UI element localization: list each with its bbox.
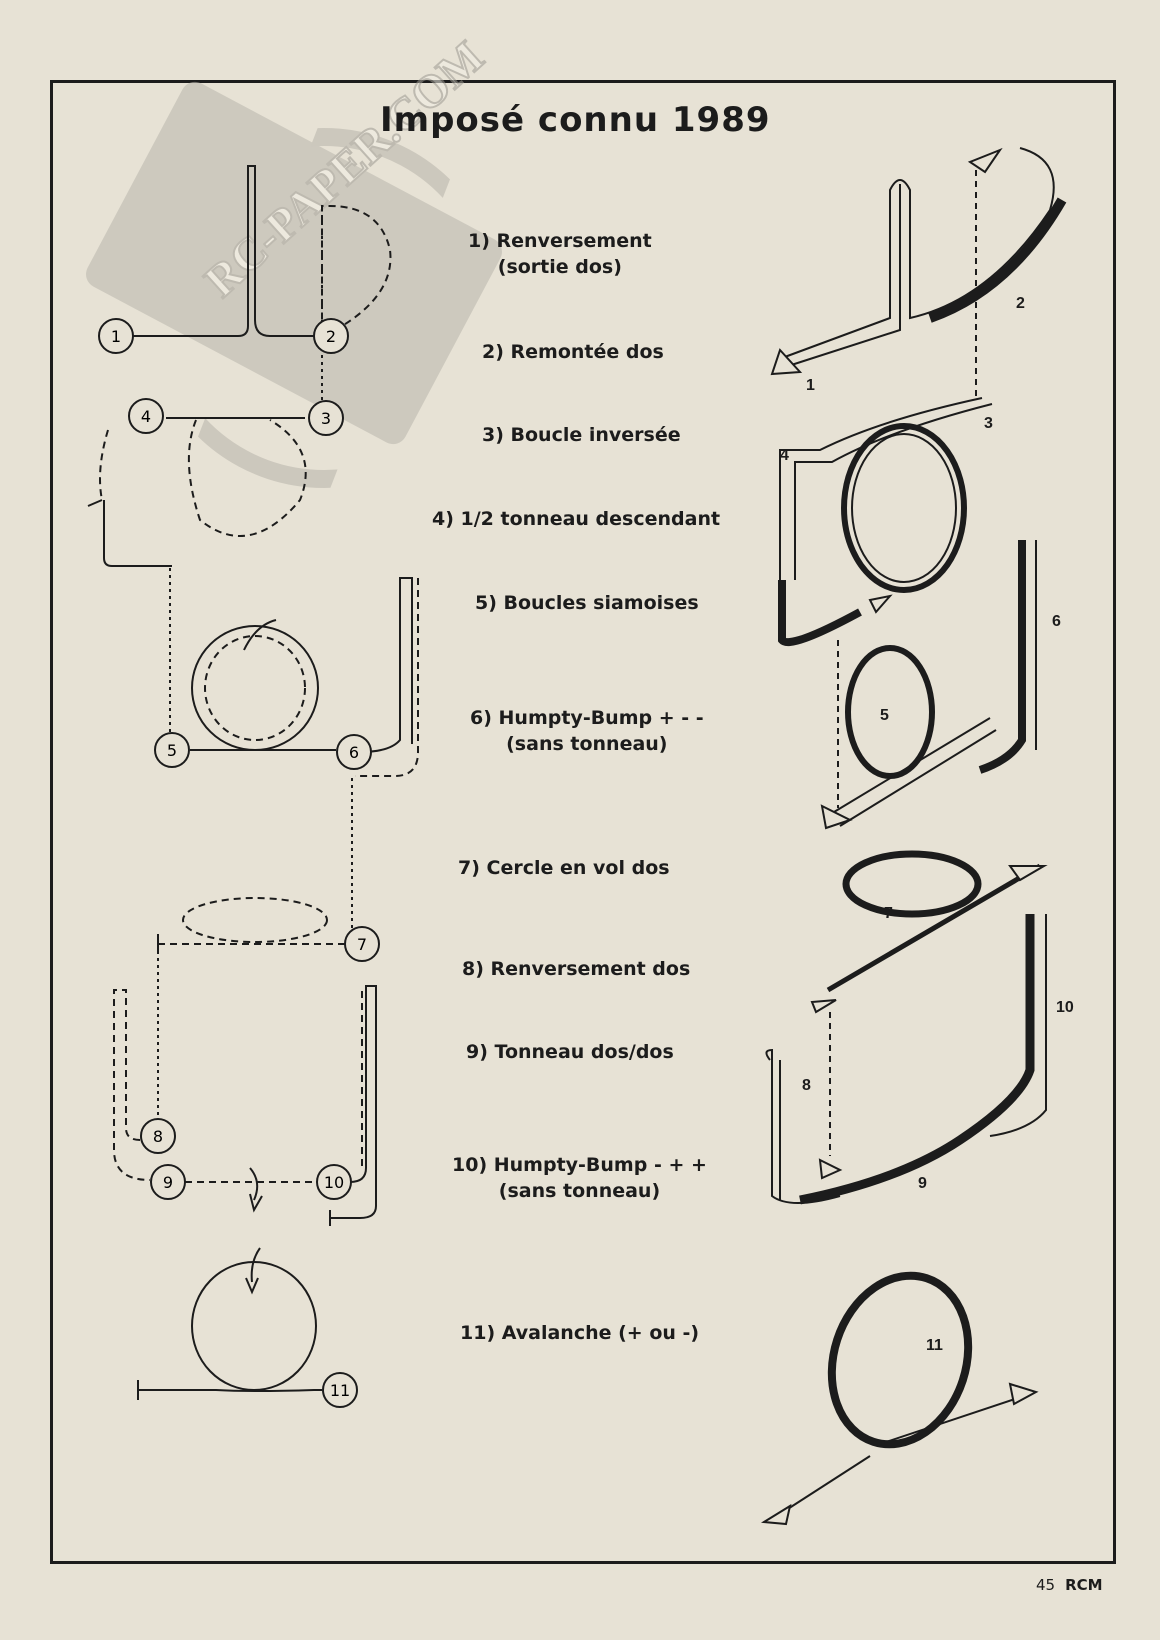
- maneuver-5: 5) Boucles siamoises: [475, 590, 699, 616]
- maneuver-11-name: 11) Avalanche (+ ou -): [460, 1322, 700, 1344]
- maneuver-6: 6) Humpty-Bump + - - (sans tonneau): [470, 705, 704, 757]
- maneuver-2: 2) Remontée dos: [482, 339, 664, 365]
- marker-10: 10: [316, 1164, 352, 1200]
- perspective-label-4: 4: [780, 447, 789, 464]
- svg-text:4: 4: [141, 407, 151, 426]
- maneuver-1-note: (sortie dos): [497, 256, 622, 278]
- svg-text:10: 10: [324, 1173, 344, 1192]
- maneuver-3: 3) Boucle inversée: [482, 422, 681, 448]
- svg-text:8: 8: [153, 1127, 163, 1146]
- maneuver-7-name: 7) Cercle en vol dos: [458, 857, 670, 879]
- maneuver-9-name: 9) Tonneau dos/dos: [466, 1041, 674, 1063]
- maneuver-4: 4) 1/2 tonneau descendant: [432, 506, 720, 532]
- perspective-label-9: 9: [918, 1175, 927, 1192]
- perspective-label-11: 11: [926, 1337, 943, 1354]
- maneuver-10-note: (sans tonneau): [498, 1180, 661, 1202]
- maneuver-10: 10) Humpty-Bump - + + (sans tonneau): [452, 1152, 707, 1204]
- perspective-label-10: 10: [1056, 999, 1074, 1016]
- svg-text:3: 3: [321, 409, 331, 428]
- perspective-label-6: 6: [1052, 613, 1061, 630]
- perspective-label-3: 3: [984, 415, 993, 432]
- marker-4: 4: [128, 398, 164, 434]
- svg-text:9: 9: [163, 1173, 173, 1192]
- page-border: [50, 80, 1116, 1564]
- perspective-label-2: 2: [1016, 295, 1025, 312]
- svg-text:7: 7: [357, 935, 367, 954]
- maneuver-6-note: (sans tonneau): [506, 733, 668, 755]
- svg-text:2: 2: [326, 327, 336, 346]
- maneuver-7: 7) Cercle en vol dos: [458, 855, 670, 881]
- marker-11: 11: [322, 1372, 358, 1408]
- marker-9: 9: [150, 1164, 186, 1200]
- maneuver-4-name: 4) 1/2 tonneau descendant: [432, 508, 721, 530]
- marker-7: 7: [344, 926, 380, 962]
- svg-text:11: 11: [330, 1381, 350, 1400]
- maneuver-5-name: 5) Boucles siamoises: [475, 592, 699, 614]
- magazine-name: RCM: [1065, 1576, 1103, 1594]
- perspective-label-1: 1: [806, 377, 815, 394]
- maneuver-3-name: 3) Boucle inversée: [482, 424, 681, 446]
- perspective-label-7: 7: [884, 905, 893, 922]
- maneuver-1-name: 1) Renversement: [468, 230, 652, 252]
- perspective-label-5: 5: [880, 707, 889, 724]
- page-number: 45: [1036, 1576, 1056, 1594]
- marker-5: 5: [154, 732, 190, 768]
- svg-text:1: 1: [111, 327, 121, 346]
- marker-1: 1: [98, 318, 134, 354]
- page-title: Imposé connu 1989: [380, 100, 771, 140]
- marker-8: 8: [140, 1118, 176, 1154]
- maneuver-11: 11) Avalanche (+ ou -): [460, 1320, 699, 1346]
- svg-text:5: 5: [167, 741, 177, 760]
- maneuver-1: 1) Renversement (sortie dos): [468, 228, 652, 280]
- maneuver-6-name: 6) Humpty-Bump + - -: [470, 707, 704, 729]
- svg-text:6: 6: [349, 743, 359, 762]
- maneuver-2-name: 2) Remontée dos: [482, 341, 664, 363]
- maneuver-8: 8) Renversement dos: [462, 956, 690, 982]
- maneuver-10-name: 10) Humpty-Bump - + +: [452, 1154, 707, 1176]
- page-footer: 45 RCM: [1036, 1576, 1103, 1594]
- maneuver-9: 9) Tonneau dos/dos: [466, 1039, 674, 1065]
- marker-3: 3: [308, 400, 344, 436]
- perspective-label-8: 8: [802, 1077, 811, 1094]
- marker-2: 2: [313, 318, 349, 354]
- marker-6: 6: [336, 734, 372, 770]
- maneuver-8-name: 8) Renversement dos: [462, 958, 691, 980]
